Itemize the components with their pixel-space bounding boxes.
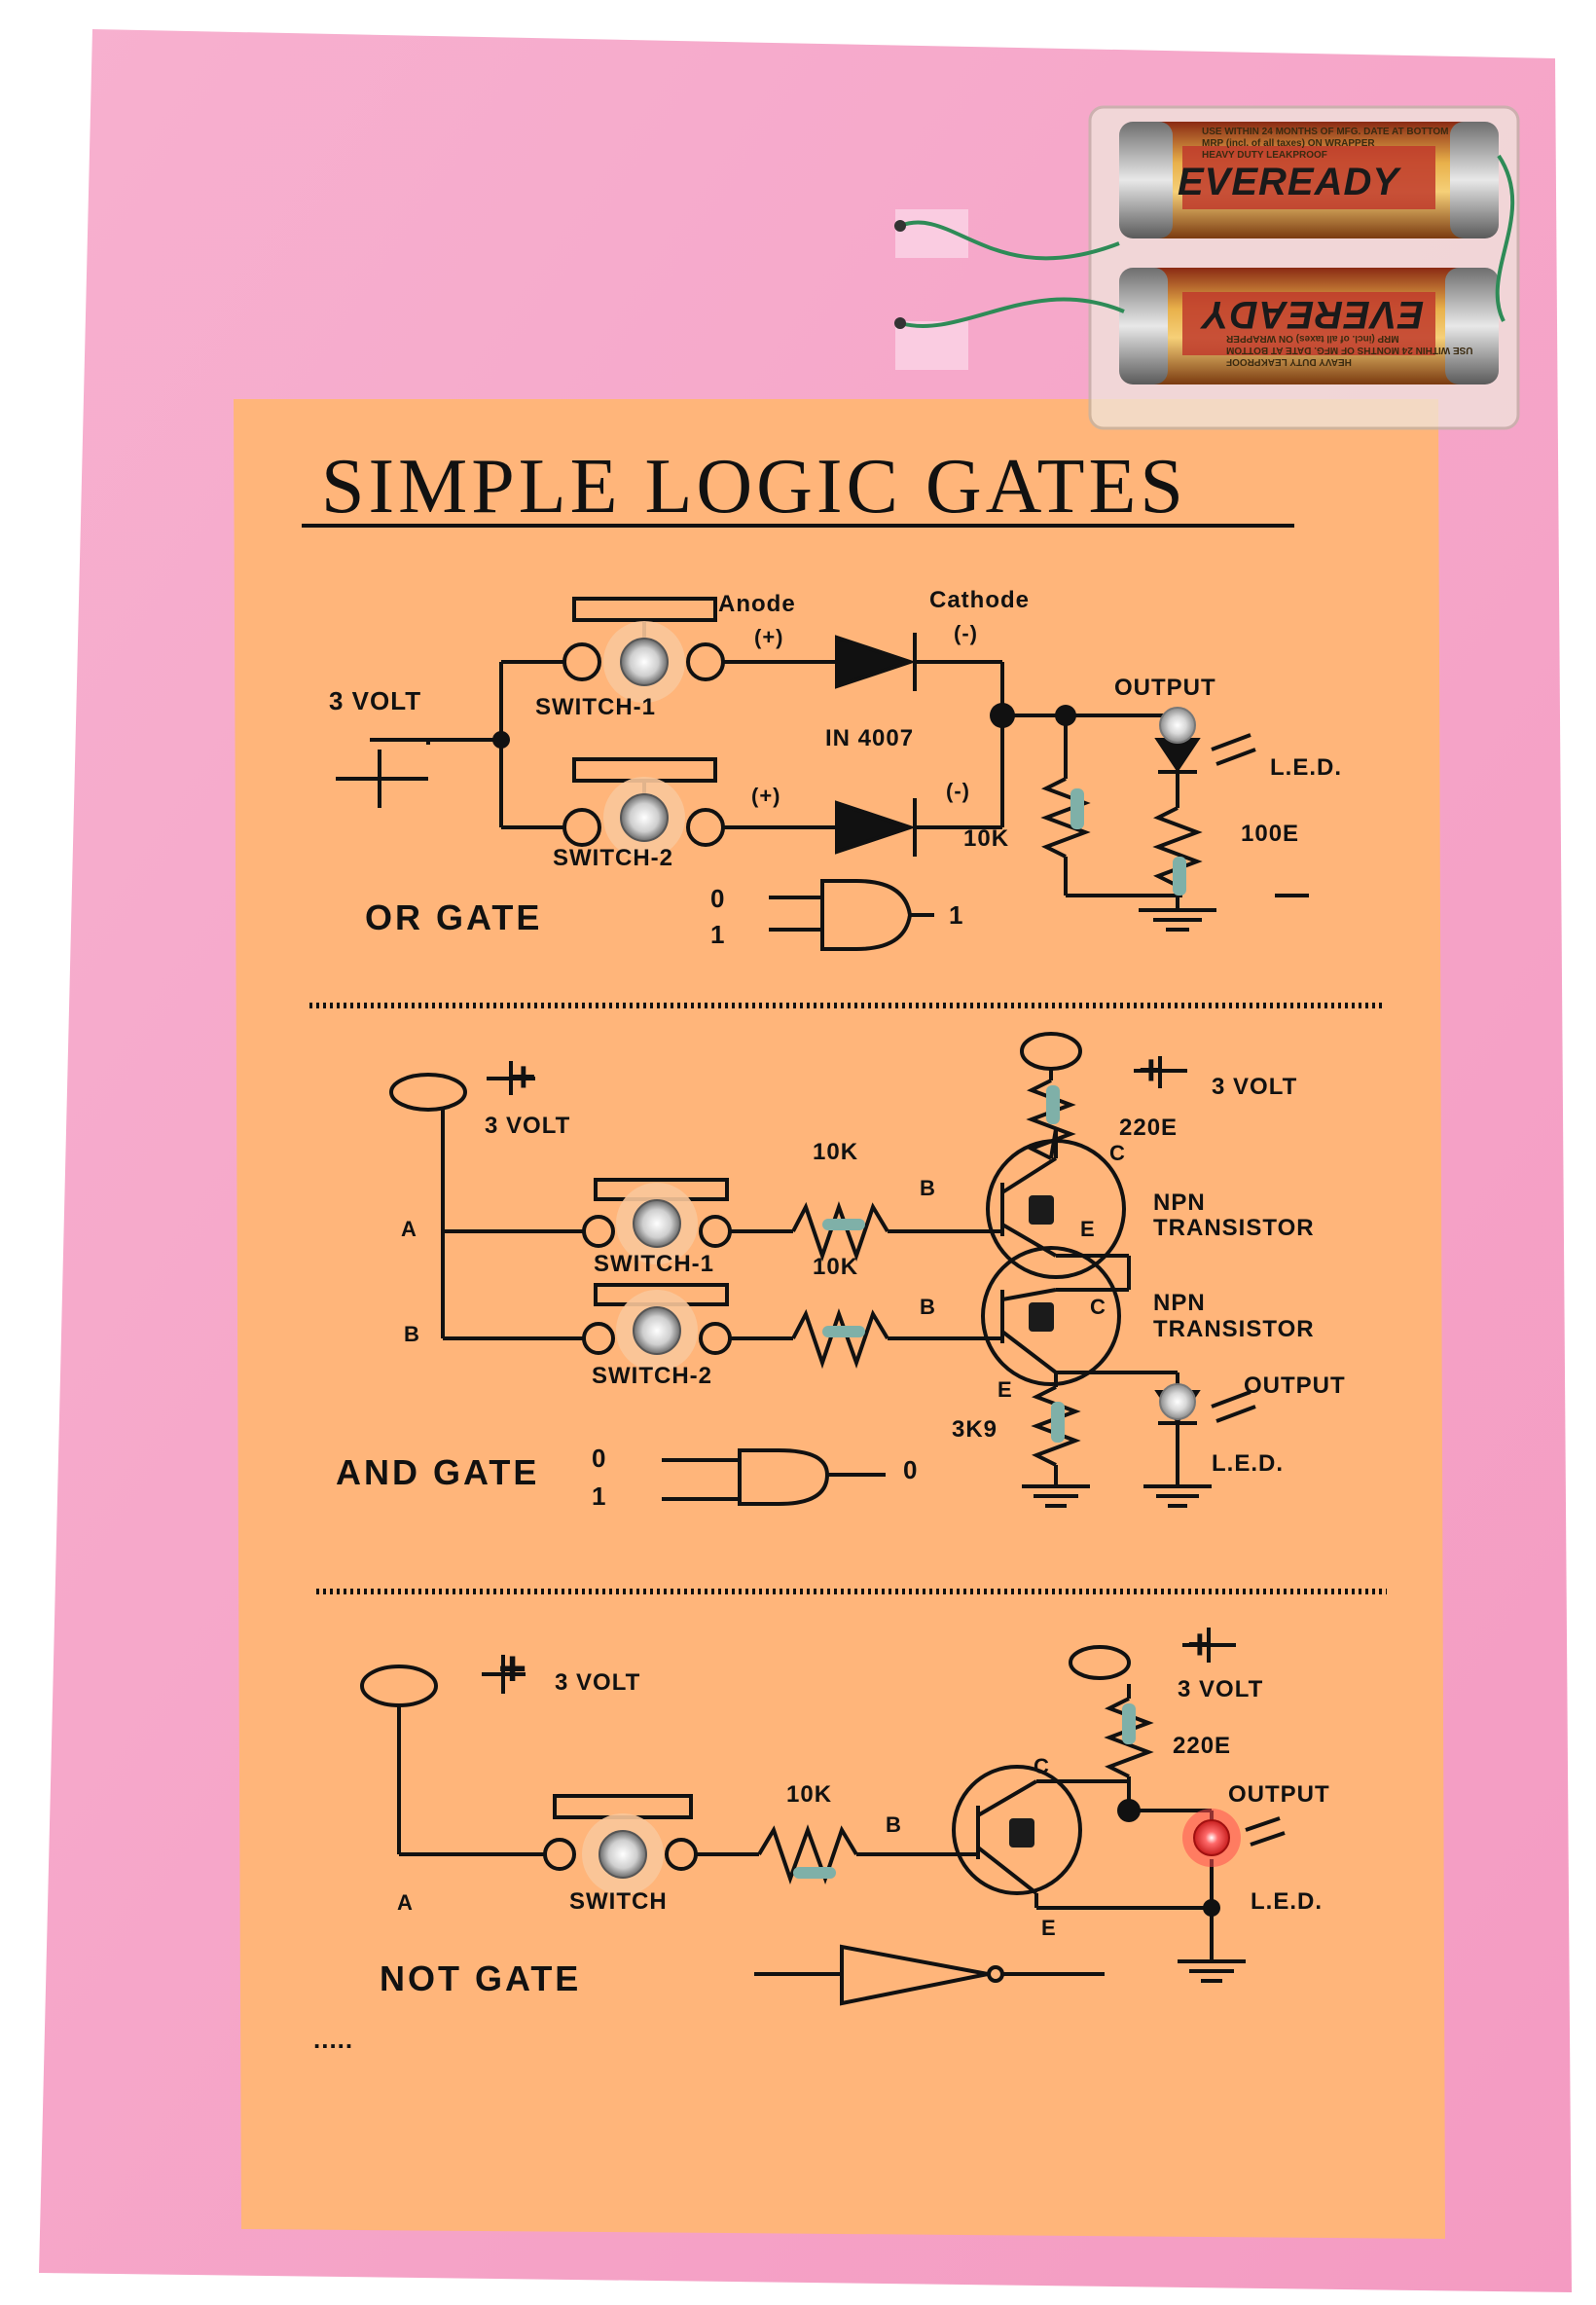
and-switch-2-label: SWITCH-2	[592, 1363, 712, 1389]
not-gate-circuit	[360, 1628, 1286, 2006]
and-emitter-1-label: E	[1080, 1217, 1096, 1241]
and-supply-left-label: 3 VOLT	[485, 1113, 571, 1139]
battery-1-fineprint-2: MRP (incl. of all taxes) ON WRAPPER	[1202, 138, 1375, 149]
battery-2-fineprint-1: USE WITHIN 24 MONTHS OF MFG. DATE AT BOT…	[1226, 345, 1473, 355]
or-anode-label: Anode	[718, 591, 796, 617]
and-emitter-resistor-label: 3K9	[952, 1416, 998, 1443]
not-supply-right-label: 3 VOLT	[1178, 1676, 1264, 1702]
or-switch-2-label: SWITCH-2	[553, 845, 673, 871]
or-gate-nodes	[492, 703, 1076, 749]
and-base-resistor-1-label: 10K	[813, 1139, 859, 1165]
or-gate-circuit	[336, 597, 1309, 951]
page-title: SIMPLE LOGIC GATES	[321, 444, 1187, 530]
and-supply-right-label: 3 VOLT	[1212, 1074, 1298, 1100]
and-collector-resistor-label: 220E	[1119, 1115, 1179, 1141]
or-output-value: 1	[949, 900, 964, 930]
not-gate-name: NOT GATE	[380, 1958, 582, 1998]
and-npn-1-line-1: NPN	[1153, 1189, 1206, 1216]
or-switch-1-label: SWITCH-1	[535, 694, 656, 720]
not-emitter-label: E	[1041, 1916, 1057, 1940]
or-minus-mark-2: (-)	[946, 779, 970, 803]
or-gate-name: OR GATE	[365, 897, 543, 937]
or-cathode-label: Cathode	[929, 587, 1030, 613]
not-switch-label: SWITCH	[569, 1888, 668, 1915]
battery-2-brand: EVEREADY	[1202, 293, 1425, 336]
leds	[1159, 707, 1241, 1867]
not-plus-left: +	[498, 1641, 528, 1696]
battery-1-fineprint-1: USE WITHIN 24 MONTHS OF MFG. DATE AT BOT…	[1202, 127, 1449, 137]
not-led-label: L.E.D.	[1251, 1888, 1324, 1915]
and-collector-2-label: C	[1090, 1295, 1106, 1319]
and-led-label: L.E.D.	[1212, 1450, 1285, 1477]
battery-1-brand: EVEREADY	[1178, 161, 1400, 203]
and-input-a-label: A	[401, 1217, 417, 1241]
and-input-1: 1	[592, 1482, 607, 1511]
and-npn-2-line-2: TRANSISTOR	[1153, 1316, 1315, 1342]
or-resistor-2-label: 100E	[1241, 821, 1300, 847]
and-plus-right: +	[1139, 1046, 1165, 1094]
not-collector-resistor-label: 220E	[1173, 1733, 1232, 1759]
not-base-label: B	[886, 1812, 902, 1837]
not-gate-nodes	[1117, 1799, 1220, 1917]
transistor-packages	[1009, 1195, 1054, 1848]
and-plus-left: +	[511, 1053, 537, 1101]
not-base-resistor-label: 10K	[786, 1781, 833, 1808]
and-base-2-label: B	[920, 1295, 936, 1319]
battery-2-fineprint-2: MRP (incl. of all taxes) ON WRAPPER	[1226, 333, 1399, 344]
not-collector-label: C	[1034, 1754, 1050, 1778]
and-emitter-2-label: E	[998, 1377, 1013, 1402]
or-input-1: 1	[710, 920, 726, 949]
and-npn-1-line-2: TRANSISTOR	[1153, 1215, 1315, 1241]
and-gate-circuit	[389, 1032, 1256, 1508]
or-plus-mark-1: (+)	[754, 625, 784, 649]
and-base-resistor-2-label: 10K	[813, 1254, 859, 1280]
battery-pack	[894, 105, 1520, 430]
and-switch-1-label: SWITCH-1	[594, 1251, 714, 1277]
not-input-a-label: A	[397, 1890, 414, 1915]
or-led-label: L.E.D.	[1270, 754, 1343, 781]
and-collector-1-label: C	[1109, 1141, 1126, 1165]
or-output-label: OUTPUT	[1114, 675, 1216, 701]
or-plus-mark-2: (+)	[751, 784, 781, 808]
and-input-0: 0	[592, 1444, 607, 1473]
or-supply-label: 3 VOLT	[329, 686, 422, 715]
push-buttons	[582, 621, 698, 1895]
battery-2-tagline: HEAVY DUTY LEAKPROOF	[1226, 356, 1352, 367]
resistor-bodies	[793, 788, 1186, 1879]
not-plus-right: +	[1187, 1621, 1214, 1668]
and-output-value: 0	[903, 1455, 919, 1484]
and-input-b-label: B	[404, 1322, 420, 1346]
or-minus-mark-1: (-)	[954, 621, 978, 645]
or-input-0: 0	[710, 884, 726, 913]
and-output-label: OUTPUT	[1244, 1372, 1346, 1399]
and-npn-2-line-1: NPN	[1153, 1290, 1206, 1316]
or-diode-label: IN 4007	[825, 725, 915, 751]
battery-1-tagline: HEAVY DUTY LEAKPROOF	[1202, 150, 1327, 161]
and-gate-name: AND GATE	[336, 1452, 540, 1492]
not-output-label: OUTPUT	[1228, 1781, 1330, 1808]
not-dots: .....	[313, 2025, 354, 2054]
not-supply-left-label: 3 VOLT	[555, 1669, 641, 1696]
or-resistor-1-label: 10K	[963, 825, 1010, 852]
and-base-1-label: B	[920, 1176, 936, 1200]
